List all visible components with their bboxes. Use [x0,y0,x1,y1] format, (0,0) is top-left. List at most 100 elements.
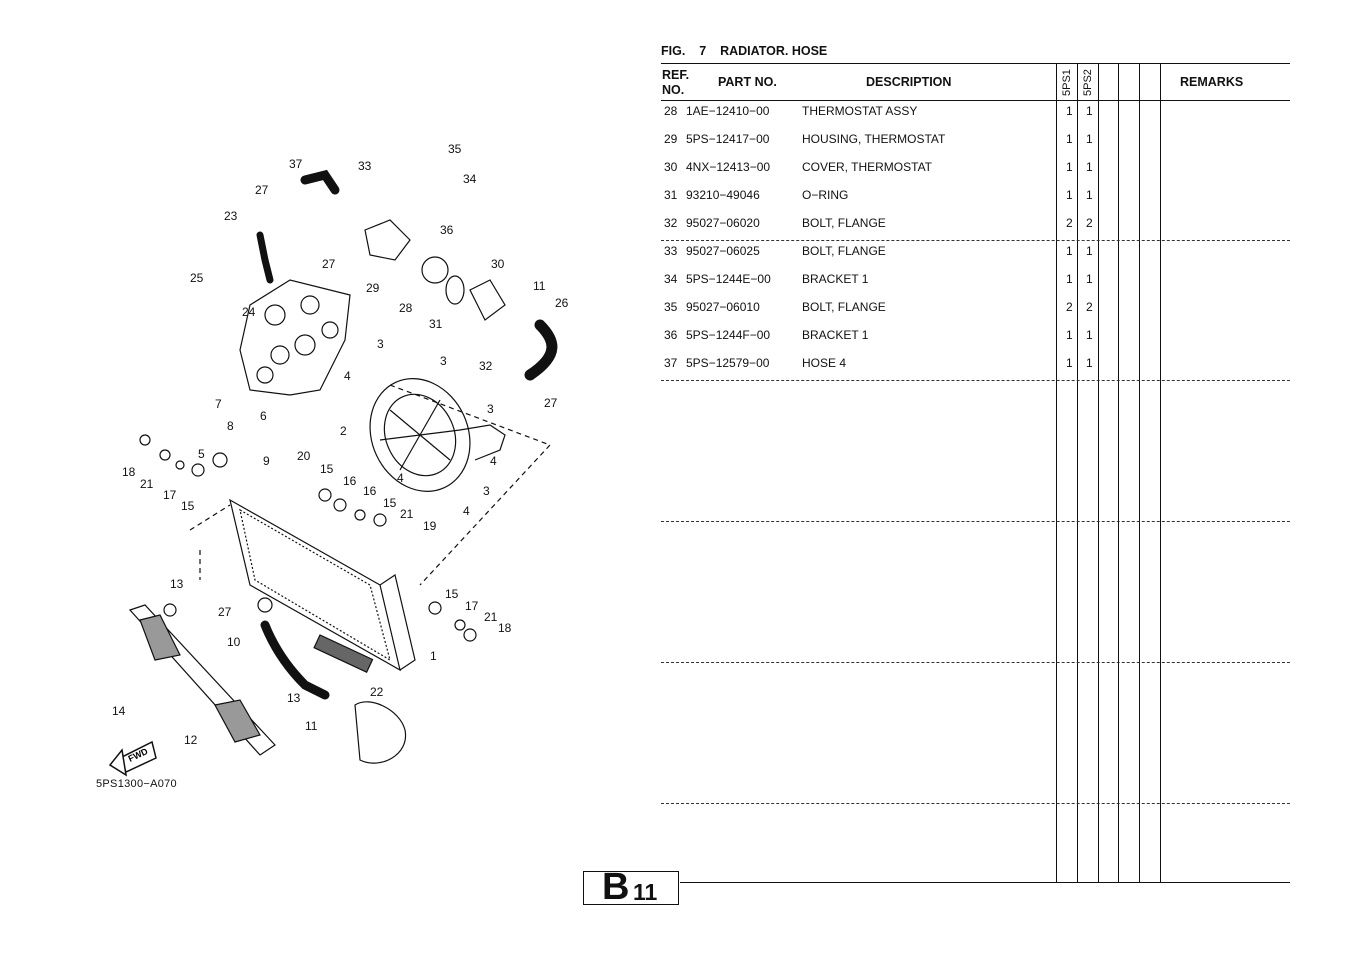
svg-text:2: 2 [340,424,347,438]
svg-text:27: 27 [544,396,558,410]
row-qty-5ps1: 1 [1066,132,1073,146]
svg-text:24: 24 [242,305,256,319]
table-col-divider [1098,63,1099,882]
header-model-5ps1: 5PS1 [1061,69,1073,96]
row-part-no: 4NX−12413−00 [686,160,771,174]
svg-text:37: 37 [289,157,303,171]
row-qty-5ps2: 1 [1086,188,1093,202]
engine-block-shape [239,279,351,396]
svg-text:4: 4 [397,471,404,485]
row-qty-5ps1: 1 [1066,356,1073,370]
svg-text:35: 35 [448,142,462,156]
svg-text:8: 8 [227,419,234,433]
svg-text:26: 26 [555,296,569,310]
svg-text:17: 17 [163,488,177,502]
row-ref: 31 [664,188,678,202]
hose-37-shape [300,169,340,195]
table-col-divider [1160,63,1161,882]
table-row: 31 93210−49046 O−RING 1 1 [661,188,1290,208]
svg-text:4: 4 [344,369,351,383]
row-description: BRACKET 1 [802,272,869,286]
group-separator [661,380,1290,381]
row-ref: 34 [664,272,678,286]
row-part-no: 93210−49046 [686,188,760,202]
svg-text:4: 4 [490,454,497,468]
table-bottom-rule [680,882,1290,883]
hose-10-shape [260,620,330,700]
svg-text:36: 36 [440,223,454,237]
row-qty-5ps2: 1 [1086,132,1093,146]
svg-text:10: 10 [227,635,241,649]
svg-text:18: 18 [498,621,512,635]
table-row: 35 95027−06010 BOLT, FLANGE 2 2 [661,300,1290,320]
row-part-no: 5PS−12417−00 [686,132,770,146]
row-ref: 32 [664,216,678,230]
svg-text:12: 12 [184,733,198,747]
row-qty-5ps2: 1 [1086,272,1093,286]
page-badge-letter: B [602,866,630,908]
svg-text:15: 15 [383,496,397,510]
table-col-divider [1056,63,1057,882]
svg-text:19: 19 [423,519,437,533]
svg-text:16: 16 [343,474,357,488]
row-part-no: 5PS−1244E−00 [686,272,771,286]
page-badge-number: 11 [633,879,658,905]
row-qty-5ps1: 1 [1066,272,1073,286]
svg-text:27: 27 [255,183,269,197]
table-col-divider [1077,63,1078,882]
table-row: 28 1AE−12410−00 THERMOSTAT ASSY 1 1 [661,104,1290,124]
svg-text:11: 11 [533,279,546,293]
svg-text:18: 18 [122,465,136,479]
row-part-no: 95027−06010 [686,300,760,314]
row-part-no: 5PS−1244F−00 [686,328,771,342]
header-description: DESCRIPTION [866,75,952,89]
figure-title: FIG. 7 RADIATOR. HOSE [661,44,827,58]
row-ref: 37 [664,356,678,370]
svg-text:20: 20 [297,449,311,463]
table-row: 30 4NX−12413−00 COVER, THERMOSTAT 1 1 [661,160,1290,180]
row-qty-5ps2: 1 [1086,356,1093,370]
table-col-divider [1118,63,1119,882]
svg-text:25: 25 [190,271,204,285]
svg-text:1: 1 [430,649,437,663]
svg-text:27: 27 [322,257,336,271]
row-qty-5ps2: 1 [1086,244,1093,258]
table-row: 29 5PS−12417−00 HOUSING, THERMOSTAT 1 1 [661,132,1290,152]
table-row: 36 5PS−1244F−00 BRACKET 1 1 1 [661,328,1290,348]
row-ref: 35 [664,300,678,314]
svg-text:15: 15 [181,499,195,513]
diagram-code: 5PS1300−A070 [96,778,177,790]
fan-shroud-shape [369,378,471,492]
group-separator [661,662,1290,663]
svg-text:17: 17 [465,599,479,613]
svg-text:21: 21 [400,507,414,521]
row-qty-5ps1: 1 [1066,160,1073,174]
svg-text:6: 6 [260,409,267,423]
group-separator [661,521,1290,522]
fwd-arrow-icon [108,740,157,777]
row-part-no: 95027−06020 [686,216,760,230]
table-row: 34 5PS−1244E−00 BRACKET 1 1 1 [661,272,1290,292]
svg-text:9: 9 [263,454,270,468]
row-ref: 29 [664,132,678,146]
svg-text:27: 27 [218,605,232,619]
row-description: BRACKET 1 [802,328,869,342]
header-remarks: REMARKS [1180,75,1244,89]
row-qty-5ps1: 1 [1066,328,1073,342]
row-qty-5ps1: 2 [1066,216,1073,230]
figure-label: FIG. [661,44,686,58]
svg-text:34: 34 [463,172,477,186]
row-ref: 30 [664,160,678,174]
row-description: O−RING [802,188,849,202]
row-description: HOSE 4 [802,356,847,370]
table-col-divider [1139,63,1140,882]
svg-text:30: 30 [491,257,505,271]
svg-text:15: 15 [320,462,334,476]
svg-text:3: 3 [487,402,494,416]
svg-text:33: 33 [358,159,372,173]
row-qty-5ps2: 1 [1086,328,1093,342]
svg-text:32: 32 [479,359,493,373]
table-top-rule [661,63,1290,64]
table-row: 33 95027−06025 BOLT, FLANGE 1 1 [661,244,1290,264]
